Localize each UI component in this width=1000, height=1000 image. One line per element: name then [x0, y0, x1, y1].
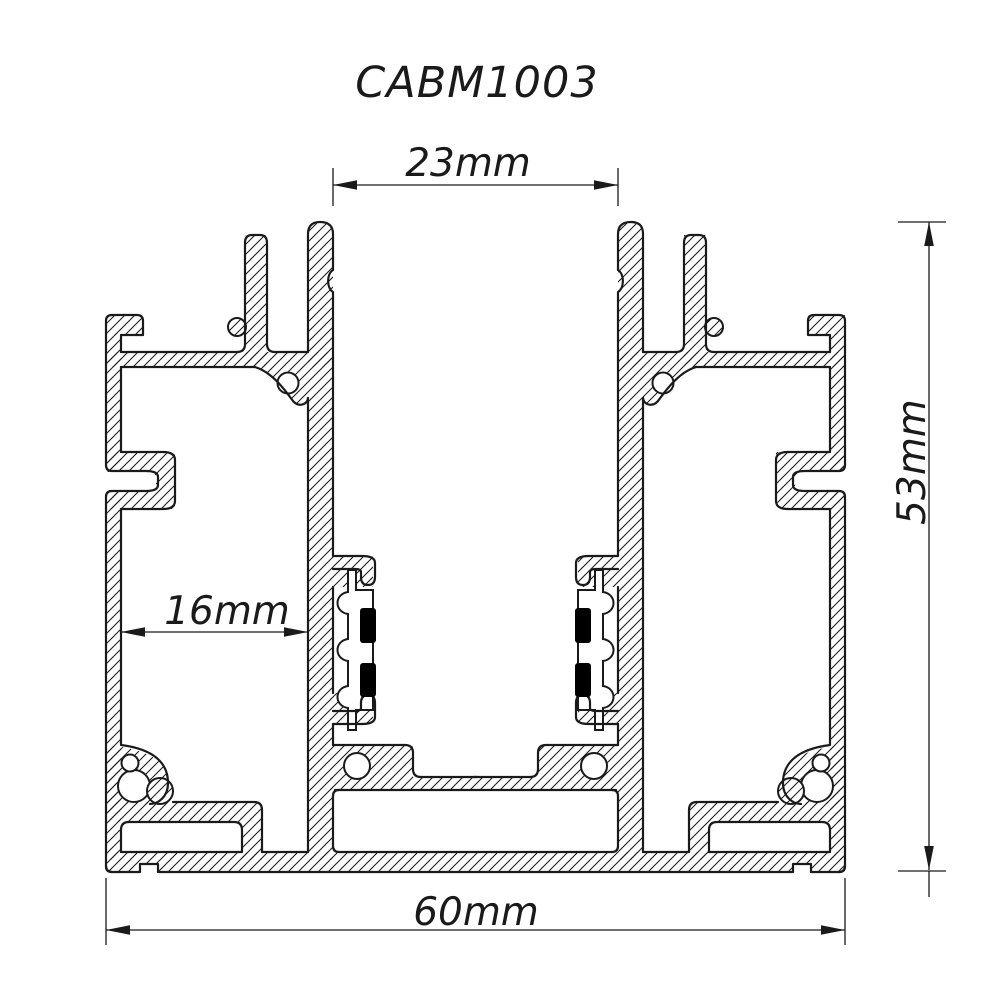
outline-segment: [616, 232, 624, 558]
hole-or-insert: [336, 569, 374, 731]
outline-segment: [119, 450, 177, 511]
outline-segment: [327, 232, 335, 558]
dim-label-cavity-width: 16mm: [164, 589, 290, 634]
outline-segment: [331, 743, 479, 779]
arrow-icon: [121, 627, 145, 637]
detail-shape: [777, 777, 805, 805]
hatch-region: [618, 352, 845, 367]
arrow-icon: [594, 180, 618, 190]
hole-or-insert: [580, 752, 608, 780]
outline-segment: [574, 554, 620, 587]
outline-segment: [104, 313, 160, 874]
hatch-region: [106, 852, 845, 872]
dim-label-overall-width: 60mm: [413, 890, 539, 935]
hole-or-insert: [276, 371, 300, 395]
detail-shape: [795, 472, 847, 490]
outline-segment: [774, 450, 832, 511]
hatch-region: [808, 315, 845, 335]
hole-or-insert: [120, 753, 140, 773]
outline-segment: [331, 554, 377, 587]
hatch-region: [308, 223, 333, 860]
hatch-region: [684, 235, 706, 367]
arrow-icon: [924, 222, 934, 246]
detail-shape: [793, 863, 811, 873]
dim-label-height: 53mm: [890, 399, 935, 525]
hatch-region: [106, 352, 333, 367]
outline-segment: [119, 507, 170, 806]
outline-segment: [641, 233, 832, 354]
outline-segment: [306, 220, 335, 354]
hole-or-insert: [343, 752, 371, 780]
outline-segment: [119, 820, 244, 854]
detail-shape: [704, 317, 724, 337]
hole-or-insert: [811, 753, 831, 773]
hole-or-insert: [117, 769, 151, 803]
detail-shape: [227, 317, 247, 337]
part-number: CABM1003: [355, 58, 598, 108]
outline-segment: [119, 233, 310, 354]
dim-label-channel-width: 23mm: [405, 141, 531, 186]
hole-or-insert: [651, 371, 675, 395]
hatch-region: [330, 777, 621, 790]
gasket-strip: [575, 663, 591, 697]
dimension-arrowheads: [106, 180, 934, 935]
outline-segment: [687, 800, 780, 854]
gasket-strip: [360, 663, 376, 697]
gasket-strip: [360, 608, 376, 643]
detail-shape: [146, 777, 174, 805]
outline-segment: [253, 365, 310, 406]
hatch-region: [689, 802, 845, 860]
arrow-icon: [924, 846, 934, 870]
outline-segment: [104, 862, 847, 874]
hatch-region: [245, 235, 267, 367]
hole-or-insert: [577, 569, 615, 731]
detail-shape: [104, 472, 156, 490]
gasket-strips: [360, 608, 591, 697]
arrow-icon: [821, 925, 845, 935]
gasket-strip: [575, 608, 591, 643]
hatch-region: [618, 223, 643, 860]
outline-segment: [791, 313, 847, 874]
outline-segment: [472, 743, 620, 779]
outline-segment: [616, 220, 645, 354]
profile-outline: [104, 220, 847, 874]
hatch-region: [106, 315, 143, 335]
hatch-region: [106, 802, 262, 860]
outline-segment: [781, 507, 832, 806]
arrow-icon: [106, 925, 130, 935]
arrow-icon: [333, 180, 357, 190]
outline-segment: [641, 365, 698, 406]
hole-or-insert: [800, 769, 834, 803]
detail-shape: [140, 863, 158, 873]
outline-segment: [707, 820, 832, 854]
outline-segment: [171, 800, 264, 854]
arrow-icon: [284, 627, 308, 637]
dimension-annotations: [105, 168, 946, 945]
